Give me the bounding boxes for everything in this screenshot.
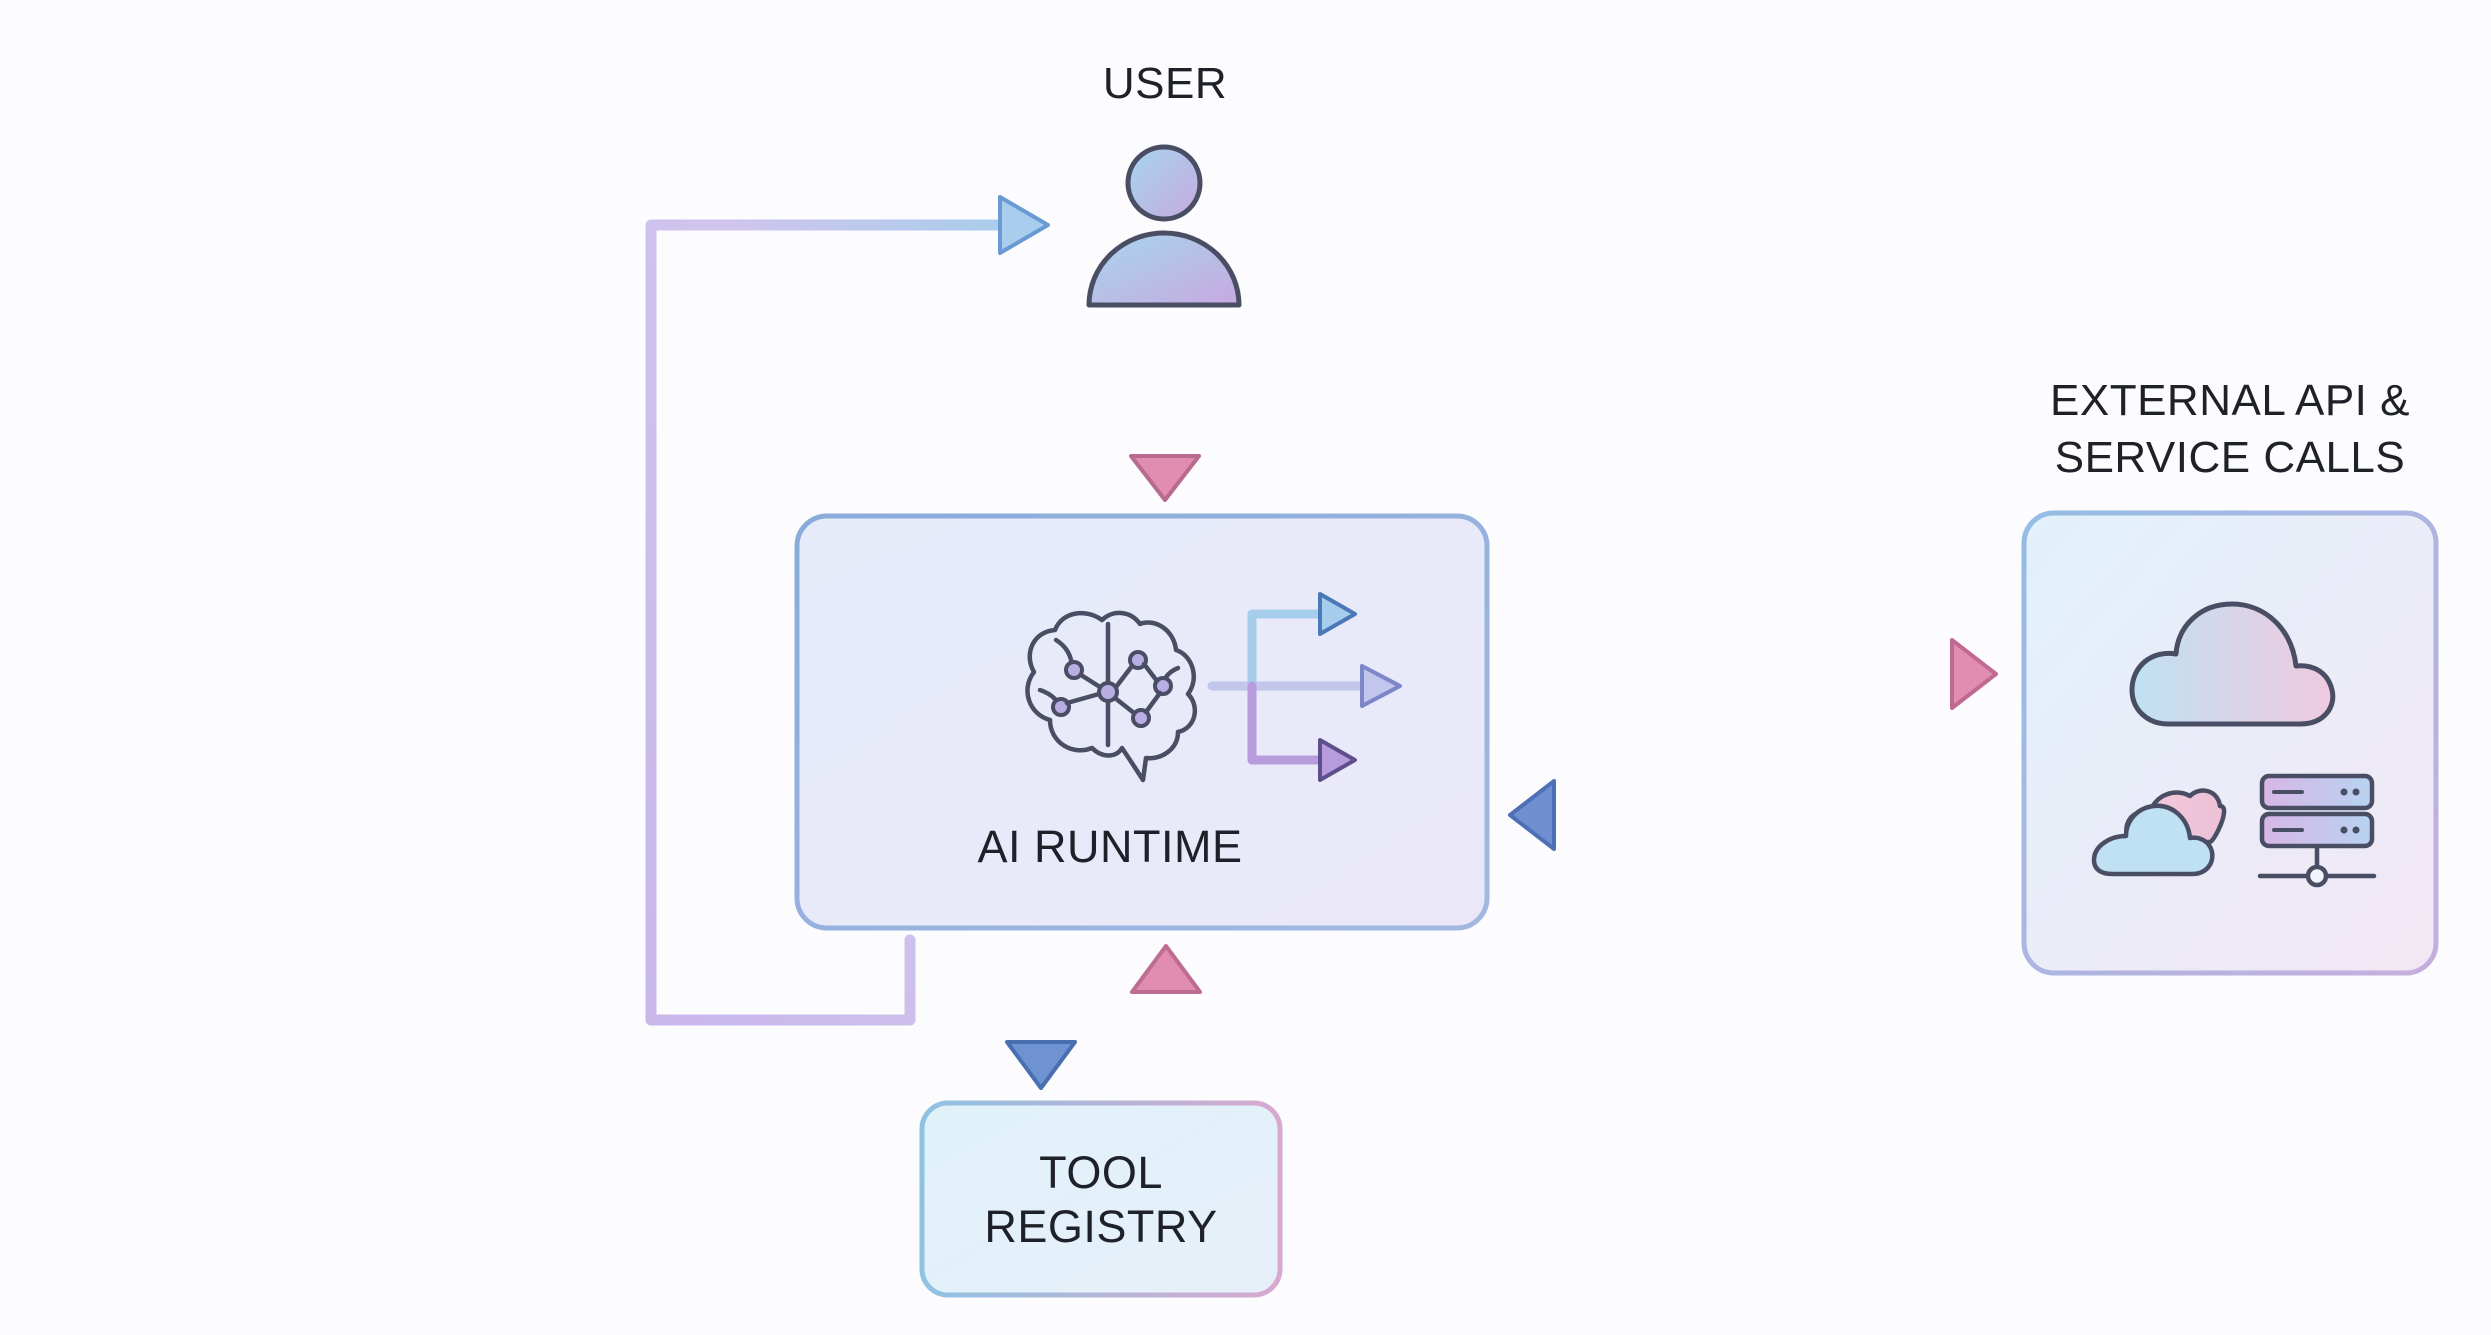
external-api-label-line-1: EXTERNAL API &	[2050, 376, 2410, 425]
ai-to-external-arrow	[1508, 638, 1998, 710]
tool-registry-label-line-2: REGISTRY	[984, 1201, 1218, 1252]
tool-registry-label-line-1: TOOL	[1039, 1147, 1163, 1198]
branching-arrows-icon	[1207, 592, 1402, 782]
person-icon	[1086, 144, 1242, 308]
external-api-label: EXTERNAL API & SERVICE CALLS	[1950, 372, 2491, 486]
brain-network-icon	[1025, 610, 1198, 783]
user-label: USER	[1102, 59, 1228, 108]
ai-to-tool-arrow	[1005, 945, 1077, 1090]
ai-runtime-label: AI RUNTIME	[977, 821, 1243, 872]
server-stack-icon	[2257, 773, 2377, 888]
external-api-box	[2021, 510, 2439, 976]
user-to-ai-arrow	[1129, 335, 1201, 502]
feedback-loop-arrow	[645, 195, 1050, 1026]
tool-to-ai-arrow	[1130, 944, 1202, 1088]
small-cloud-icon	[2091, 788, 2227, 877]
tool-registry-box	[919, 1100, 1283, 1298]
tool-registry-label: TOOL REGISTRY	[921, 1146, 1281, 1254]
external-to-ai-arrow	[1508, 779, 1996, 851]
external-api-label-line-2: SERVICE CALLS	[2054, 433, 2406, 483]
cloud-icon	[2129, 601, 2336, 727]
